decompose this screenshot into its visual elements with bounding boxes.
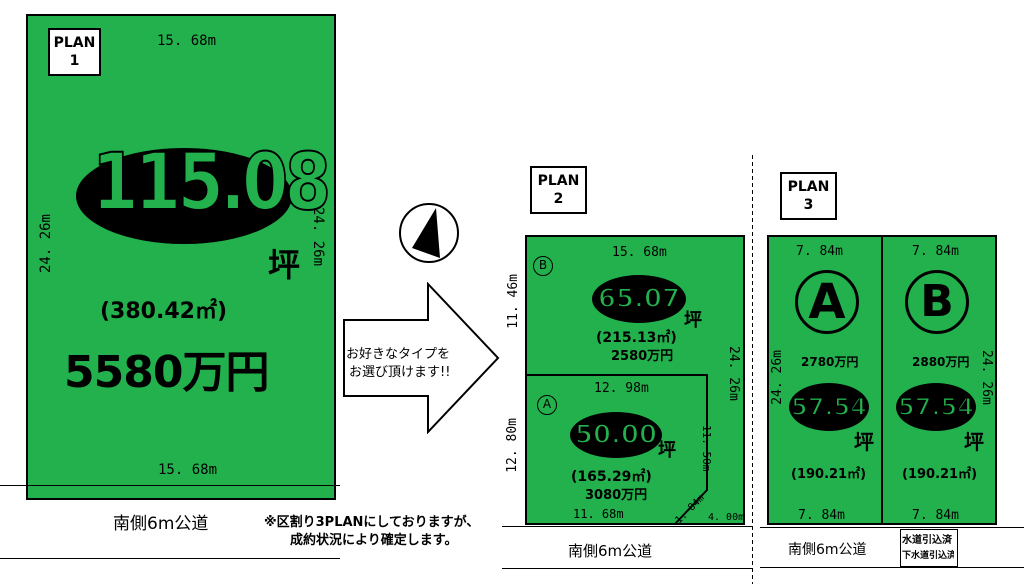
plan2-lot-a-area-tsubo: 50.00 bbox=[574, 419, 658, 451]
arrow-text-1: お好きなタイプを bbox=[346, 347, 451, 362]
plan3-lot-b-oval bbox=[896, 383, 976, 431]
plan3-lot-b-area-sqm: (190.21㎡) bbox=[902, 467, 978, 482]
plan2-lot-a-right-depth: 11. 50m bbox=[700, 425, 713, 472]
right-arrow-icon bbox=[343, 282, 500, 434]
plan2-lot-b-oval bbox=[592, 275, 686, 323]
plan1-area-sqm: (380.42㎡) bbox=[100, 299, 228, 324]
plan1-road-line-top bbox=[0, 485, 340, 486]
plan2-road-line-bottom bbox=[502, 568, 752, 569]
plan1-left-depth: 24. 26m bbox=[38, 214, 54, 274]
plan2-lot-a-marker: A bbox=[537, 395, 557, 415]
plan1-right-depth: 24. 26m bbox=[310, 207, 326, 267]
plan2-lot-b-area-tsubo: 65.07 bbox=[597, 283, 681, 315]
plan2-lot-a-price: 3080万円 bbox=[585, 488, 648, 503]
plan3-lot-b-tsubo-unit: 坪 bbox=[964, 430, 984, 454]
plan3-lot-a-area-tsubo: 57.54 bbox=[790, 392, 868, 422]
plan1-road: 南側6m公道 bbox=[113, 514, 209, 534]
plan3-lot-b-marker: B bbox=[905, 270, 969, 334]
north-arrow-icon bbox=[399, 203, 459, 263]
plan2-lot-a-left-depth: 12. 80m bbox=[505, 418, 520, 473]
plan3-road-line-top bbox=[760, 527, 1024, 528]
plan3-lot-b-right-depth: 24. 26m bbox=[979, 350, 994, 405]
plan3-lot-b-bottom-width: 7. 84m bbox=[912, 508, 959, 523]
plan2-lot-b-area-sqm: (215.13㎡) bbox=[596, 330, 677, 346]
plan1-bottom-width: 15. 68m bbox=[158, 462, 218, 478]
plan3-road: 南側6m公道 bbox=[788, 542, 867, 558]
plan2-road: 南側6m公道 bbox=[568, 542, 653, 560]
plan1-price: 5580万円 bbox=[64, 347, 269, 398]
plan2-lot-a-outline bbox=[525, 374, 708, 525]
plan2-lot-a-bottom-right: 4. 00m bbox=[708, 512, 745, 523]
plan2-lot-b-marker: B bbox=[533, 256, 553, 276]
plan3-lot-a-bottom-width: 7. 84m bbox=[798, 508, 845, 523]
plan1-area-tsubo: 115.08 bbox=[91, 137, 332, 229]
plan2-lot bbox=[525, 235, 745, 525]
plan3-lot-a-marker: A bbox=[795, 270, 859, 334]
plan3-lot-a-left-depth: 24. 26m bbox=[770, 350, 785, 405]
note-line1: ※区割り3PLANにしておりますが、 bbox=[264, 515, 480, 530]
plan1-lot bbox=[26, 14, 336, 500]
plan3-label: PLAN 3 bbox=[780, 172, 837, 220]
arrow-text-2: お選び頂けます!! bbox=[349, 365, 451, 380]
plan2-lot-b-left-depth: 11. 46m bbox=[506, 274, 521, 329]
plan3-sewer2: 下水道引込済 bbox=[902, 551, 954, 561]
plan2-lot-b-price: 2580万円 bbox=[611, 349, 674, 364]
plan3-lot-b-top-width: 7. 84m bbox=[912, 244, 959, 259]
plan1-area-oval bbox=[76, 148, 292, 244]
plan3-lot-a-price: 2780万円 bbox=[801, 355, 859, 369]
plan2-label: PLAN 2 bbox=[530, 166, 587, 214]
plan3-sewer-box bbox=[900, 529, 958, 567]
plan2-right-depth: 24. 26m bbox=[726, 346, 741, 401]
plan2-lot-a-tsubo-unit: 坪 bbox=[658, 440, 676, 461]
plan2-lot-b-top-width: 15. 68m bbox=[612, 245, 667, 260]
plan2-lot-b-tsubo-unit: 坪 bbox=[684, 310, 702, 331]
plan3-sewer1: 水道引込済 bbox=[902, 535, 952, 546]
plan3-lot-b-price: 2880万円 bbox=[912, 355, 970, 369]
plan1-top-width: 15. 68m bbox=[157, 33, 217, 49]
plan1-road-line-bottom bbox=[0, 558, 340, 559]
plan2-lot-a-top-width: 12. 98m bbox=[594, 381, 649, 396]
plan3-road-line-bottom bbox=[760, 567, 1024, 568]
plan2-lot-a-oval bbox=[570, 412, 662, 458]
plan3-lot-a-tsubo-unit: 坪 bbox=[854, 430, 874, 454]
plan2-lot-a-bottom-width: 11. 68m bbox=[573, 507, 624, 521]
plan3-lot-a-oval bbox=[789, 383, 869, 431]
plan3-lot-a-area-sqm: (190.21㎡) bbox=[791, 467, 867, 482]
plan2-road-line-top bbox=[502, 526, 752, 527]
plan3-lot-a-top-width: 7. 84m bbox=[796, 244, 843, 259]
note-line2: 成約状況により確定します。 bbox=[290, 533, 458, 548]
plan1-label: PLAN 1 bbox=[48, 28, 101, 76]
plan3-lot-b-area-tsubo: 57.54 bbox=[897, 392, 975, 422]
plans-divider bbox=[752, 155, 753, 584]
plan1-tsubo-unit: 坪 bbox=[268, 246, 301, 284]
plan2-lot-a-area-sqm: (165.29㎡) bbox=[571, 469, 652, 485]
